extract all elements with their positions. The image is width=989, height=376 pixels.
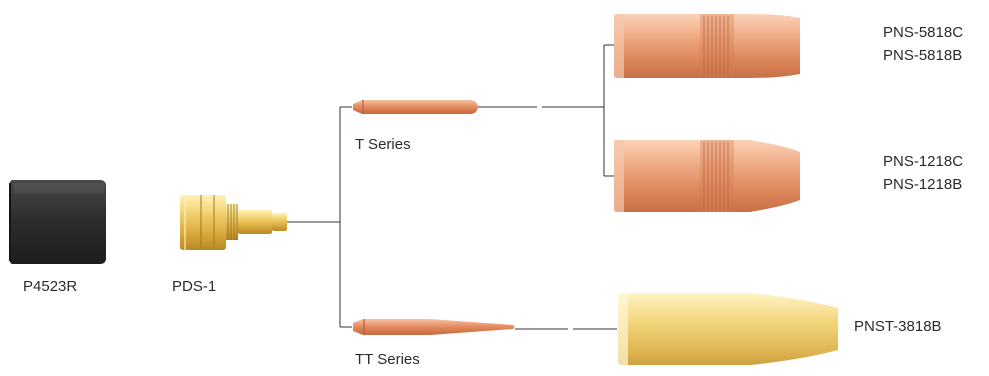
nozzle-a-label-1: PNS-5818C [883,24,964,41]
nozzle-cup-image [9,180,106,264]
nozzle-a-label-2: PNS-5818B [883,47,963,64]
connector-lines [287,44,617,330]
tt-series-tip-image [353,319,515,335]
nozzle-a-image [614,14,800,78]
nozzle-c-image [618,293,838,365]
tt-series-label: TT Series [355,351,420,368]
nozzle-c-label: PNST-3818B [854,318,942,335]
nozzle-b-image [614,140,800,212]
nozzle-b-label-2: PNS-1218B [883,176,963,193]
nozzle-cup-label: P4523R [23,278,78,295]
diffuser-label: PDS-1 [172,278,217,295]
nozzle-b-label-1: PNS-1218C [883,153,964,170]
t-series-tip-image [353,100,478,114]
diffuser-image [180,195,287,250]
t-series-label: T Series [355,136,411,153]
